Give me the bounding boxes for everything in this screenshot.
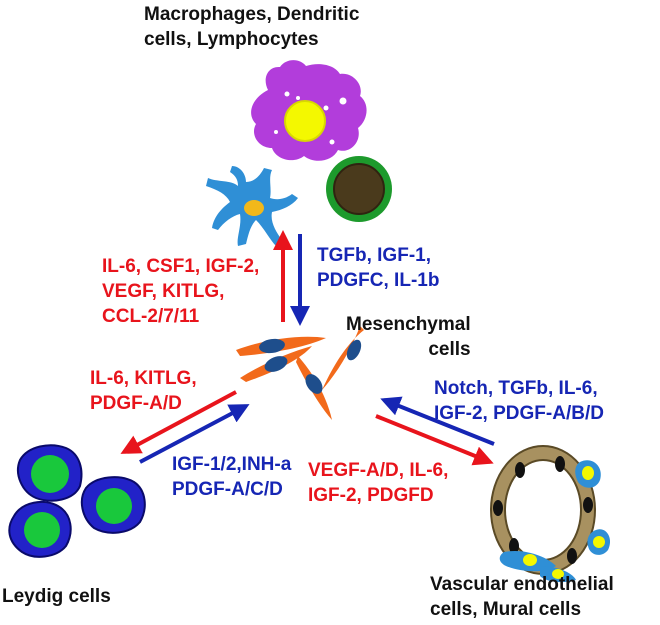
lymphocyte-cell [326, 156, 392, 222]
macrophage-cell [251, 60, 367, 161]
vascular-cells-label-line-1: Vascular endothelial [430, 574, 614, 595]
immune-cells-label-line-1: Macrophages, Dendritic [144, 4, 360, 25]
mesenchymal-cells-label-line-2: cells [428, 339, 471, 360]
leydig-to-mes-signal-line-2: PDGF-A/C/D [172, 479, 283, 500]
mes-to-leydig-signal-line-1: IL-6, KITLG, [90, 368, 197, 389]
leydig-cells-label-line-1: Leydig cells [2, 586, 111, 607]
mural-cell-group [499, 460, 611, 583]
mes-to-immune-signal-line-1: IL-6, CSF1, IGF-2, [102, 256, 260, 277]
vascular-to-mes-signal-line-1: Notch, TGFb, IL-6, [434, 378, 598, 399]
immune-to-mes-signal-line-2: PDGFC, IL-1b [317, 270, 440, 291]
leydig-to-mes-signal-line-1: IGF-1/2,INH-a [172, 454, 292, 475]
mes-to-immune-signal-line-3: CCL-2/7/11 [102, 306, 200, 327]
mesenchymal-cell-group [236, 326, 364, 420]
immune-cells-label-line-2: cells, Lymphocytes [144, 29, 319, 50]
mesenchymal-cells-label: Mesenchymal cells [346, 312, 471, 362]
arrow-vascular-to-mes [380, 396, 495, 446]
vascular-to-mes-signal-line-2: IGF-2, PDGF-A/B/D [434, 403, 604, 424]
arrow-leydig-to-mes [139, 404, 250, 464]
mes-to-immune-signals: IL-6, CSF1, IGF-2, VEGF, KITLG, CCL-2/7/… [102, 254, 259, 329]
leydig-to-mes-signals: IGF-1/2,INH-a PDGF-A/C/D [172, 452, 291, 502]
vascular-cells-label: Vascular endothelial cells, Mural cells [430, 572, 614, 622]
arrow-mes-to-vascular [375, 414, 494, 466]
mes-to-leydig-signals: IL-6, KITLG, PDGF-A/D [90, 366, 197, 416]
immune-to-mes-signals: TGFb, IGF-1, PDGFC, IL-1b [317, 243, 439, 293]
mes-to-vascular-signals: VEGF-A/D, IL-6, IGF-2, PDGFD [308, 458, 448, 508]
leydig-cells-label: Leydig cells [2, 584, 111, 609]
mesenchymal-cells-label-line-1: Mesenchymal [346, 314, 471, 335]
vascular-to-mes-signals: Notch, TGFb, IL-6, IGF-2, PDGF-A/B/D [434, 376, 604, 426]
arrow-mes-to-leydig [120, 390, 237, 454]
vascular-cells-label-line-2: cells, Mural cells [430, 599, 582, 620]
immune-to-mes-signal-line-1: TGFb, IGF-1, [317, 245, 431, 266]
mes-to-vascular-signal-line-2: IGF-2, PDGFD [308, 485, 434, 506]
mes-to-leydig-signal-line-2: PDGF-A/D [90, 393, 182, 414]
mes-to-immune-signal-line-2: VEGF, KITLG, [102, 281, 225, 302]
dendritic-cell [206, 166, 298, 246]
leydig-cell-group [8, 444, 146, 558]
mes-to-vascular-signal-line-1: VEGF-A/D, IL-6, [308, 460, 449, 481]
vascular-vessel [490, 445, 596, 577]
immune-cells-label: Macrophages, Dendritic cells, Lymphocyte… [144, 2, 359, 52]
